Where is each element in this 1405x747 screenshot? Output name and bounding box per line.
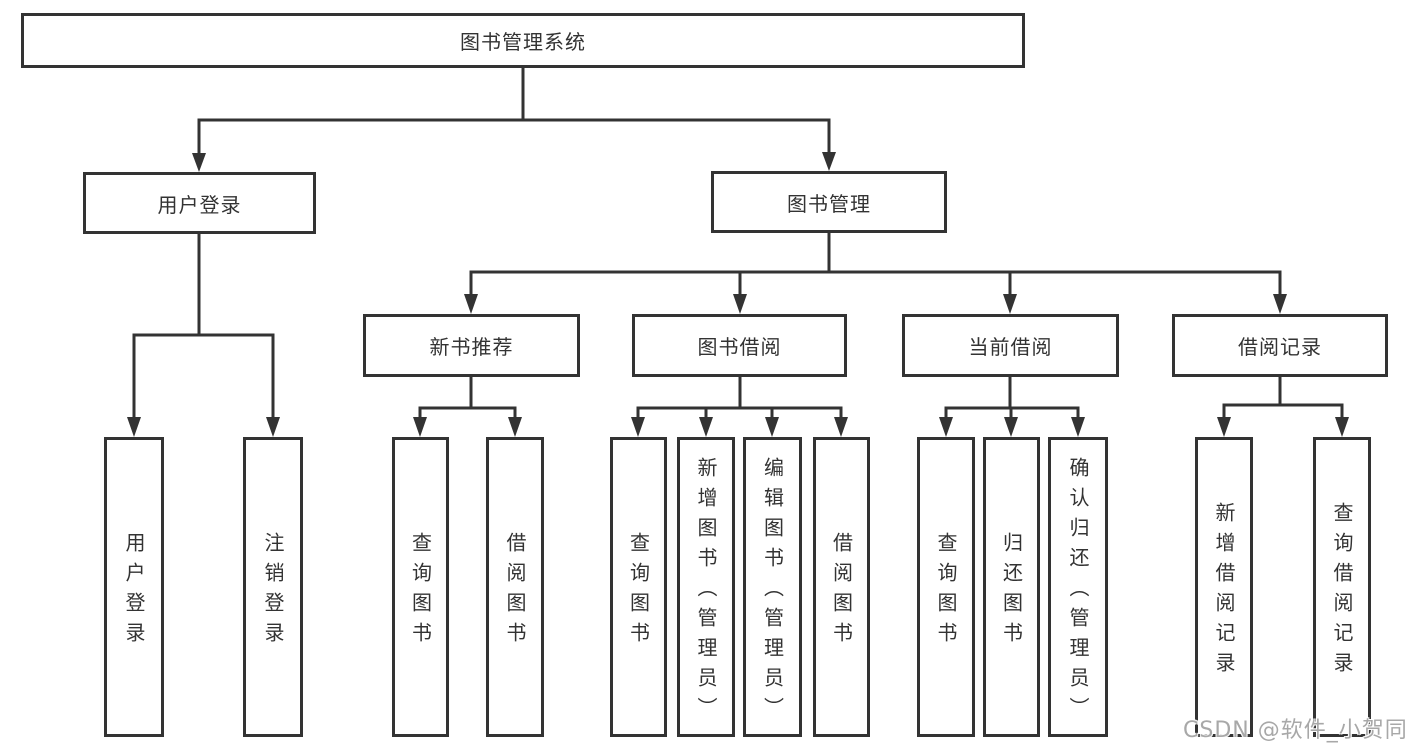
arrowhead	[765, 417, 779, 437]
node-book-borrowing: 图书借阅	[632, 314, 847, 377]
connector-book-management	[464, 233, 1287, 314]
leaf-user-login: 用户登录	[104, 437, 164, 737]
node-label: 借阅图书	[503, 532, 527, 652]
arrowhead	[631, 417, 645, 437]
node-new-book-recommend: 新书推荐	[363, 314, 580, 377]
node-label: 查询图书	[408, 532, 433, 652]
arrowhead	[699, 417, 713, 437]
leaf-confirm-return-admin: 确认归还（管理员）	[1048, 437, 1108, 737]
node-label: 查询借阅记录	[1330, 502, 1354, 682]
node-book-management: 图书管理	[711, 171, 947, 233]
arrowhead	[1273, 294, 1287, 314]
arrowhead	[733, 294, 747, 314]
leaf-add-book-admin: 新增图书（管理员）	[677, 437, 735, 737]
arrowhead	[1335, 417, 1349, 437]
node-label: 图书借阅	[697, 335, 782, 359]
arrowhead	[834, 417, 848, 437]
arrowhead	[413, 417, 427, 437]
node-user-login: 用户登录	[83, 172, 316, 234]
arrowhead	[508, 417, 522, 437]
node-label: 借阅图书	[829, 532, 854, 652]
node-label: 编辑图书（管理员）	[760, 457, 785, 727]
arrowhead	[1003, 294, 1017, 314]
arrowhead	[939, 417, 953, 437]
arrowhead	[1004, 417, 1018, 437]
node-label: 新书推荐	[429, 335, 514, 359]
arrowhead	[822, 152, 836, 171]
leaf-query-books-recommend: 查询图书	[392, 437, 449, 737]
node-label: 新增图书（管理员）	[694, 457, 718, 727]
arrowhead	[266, 417, 280, 437]
node-label: 用户登录	[157, 192, 242, 217]
arrowhead	[1071, 417, 1085, 437]
leaf-borrow-books-recommend: 借阅图书	[486, 437, 544, 737]
arrowhead	[1217, 417, 1231, 437]
node-label: 确认归还（管理员）	[1066, 457, 1090, 727]
node-label: 归还图书	[999, 532, 1024, 652]
arrowhead	[192, 153, 206, 172]
connector-root	[192, 68, 836, 172]
node-label: 查询图书	[626, 532, 651, 652]
leaf-add-borrow-record: 新增借阅记录	[1195, 437, 1253, 737]
leaf-edit-book-admin: 编辑图书（管理员）	[743, 437, 802, 737]
node-library-management-system: 图书管理系统	[21, 13, 1025, 68]
csdn-watermark: CSDN @软件_小贺同学	[1183, 718, 1405, 743]
node-label: 当前借阅	[968, 335, 1053, 359]
leaf-query-borrow-record: 查询借阅记录	[1313, 437, 1371, 737]
connector-borrowing-records	[1217, 377, 1349, 437]
leaf-return-books: 归还图书	[983, 437, 1040, 737]
node-label: 图书管理系统	[460, 30, 586, 54]
connector-current-borrowing	[939, 377, 1085, 437]
node-label: 借阅记录	[1238, 335, 1322, 359]
node-label: 注销登录	[261, 532, 285, 652]
arrowhead	[464, 294, 478, 314]
connector-new-book-recommend	[413, 377, 522, 437]
node-label: 查询图书	[934, 532, 958, 652]
leaf-borrow-books: 借阅图书	[813, 437, 870, 737]
connector-user-login	[127, 234, 280, 437]
node-label: 图书管理	[787, 191, 871, 216]
leaf-query-books-current: 查询图书	[917, 437, 975, 737]
connector-book-borrowing	[631, 377, 848, 437]
arrowhead	[127, 417, 141, 437]
node-borrowing-records: 借阅记录	[1172, 314, 1388, 377]
node-label: 新增借阅记录	[1212, 502, 1236, 682]
node-current-borrowing: 当前借阅	[902, 314, 1119, 377]
node-label: 用户登录	[122, 532, 146, 652]
leaf-logout: 注销登录	[243, 437, 303, 737]
leaf-query-books-borrowing: 查询图书	[610, 437, 667, 737]
